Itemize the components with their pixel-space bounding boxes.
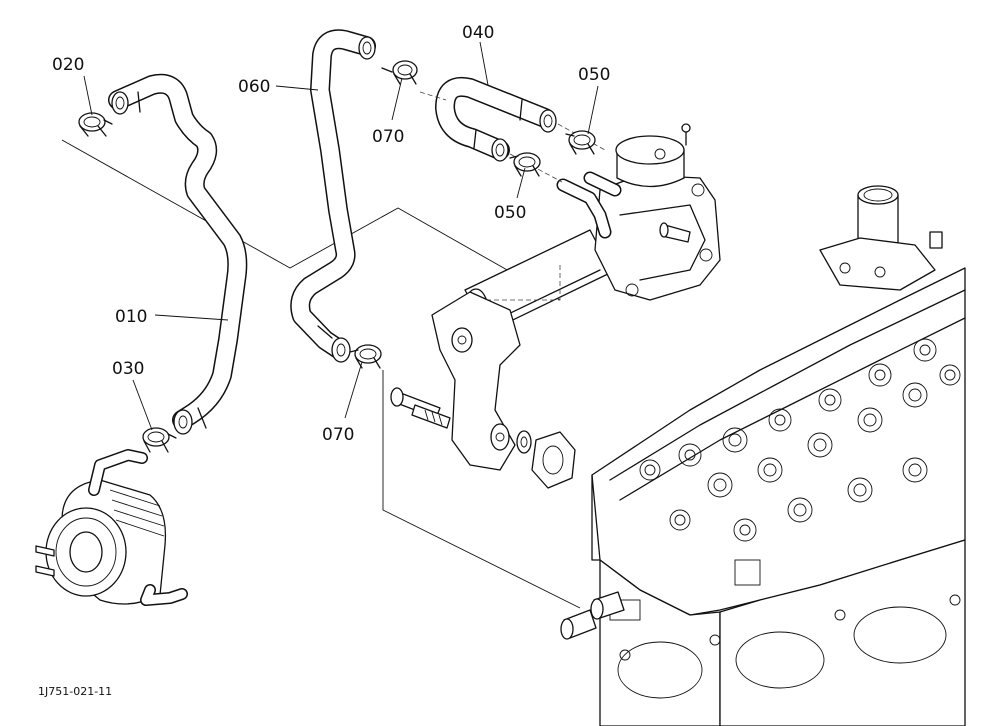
callout-040: 040 [462,23,494,43]
engine-block [591,185,966,726]
hose-clamp-050-upper [565,130,596,155]
oil-cooler [35,449,188,606]
hose-060 [290,29,376,363]
callout-leaders [83,41,599,431]
hose-clamp-050-lower [509,152,541,177]
thermostat-housing [819,185,943,291]
hose-010 [108,73,248,435]
hose-clamp-070-lower [349,344,382,369]
callout-labels: 020 010 030 040 050 050 060 070 070 [52,23,610,445]
head-bosses [639,338,961,542]
hose-clamp-030 [142,427,177,453]
callout-070-upper: 070 [372,127,404,147]
callout-050-lower: 050 [494,203,526,223]
callout-050-upper: 050 [578,65,610,85]
callout-060: 060 [238,77,270,97]
hose-clamp-070-upper [381,60,418,85]
callout-030: 030 [112,359,144,379]
studs-lower [560,591,625,640]
callout-070-lower: 070 [322,425,354,445]
callout-010: 010 [115,307,147,327]
cylinder-bores [609,559,961,699]
drawing-number: 1J751-021-11 [38,685,112,698]
callout-020: 020 [52,55,84,75]
hose-040 [419,77,606,183]
hose-clamp-020 [78,112,113,137]
egr-assembly [390,123,721,489]
